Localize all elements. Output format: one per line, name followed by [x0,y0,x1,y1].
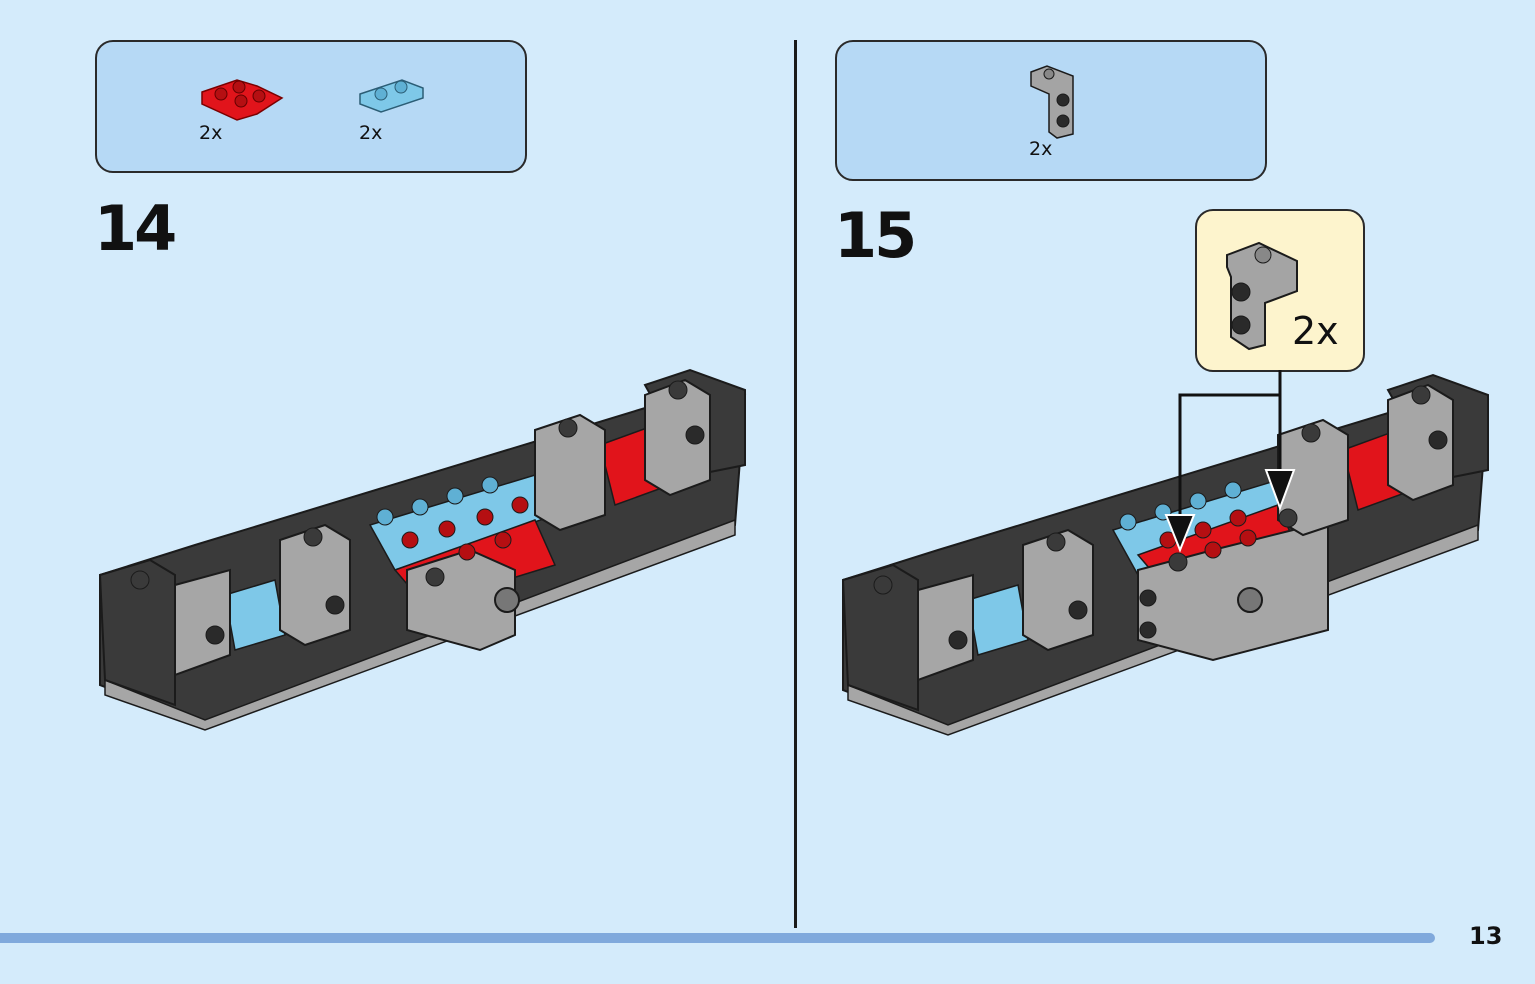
step-number: 14 [94,192,177,265]
qty-label: 2x [199,122,223,144]
qty-label: 2x [359,122,383,144]
blue-plate-icon [359,79,424,113]
callout-qty-label: 2x [1292,309,1339,353]
grey-bracket-icon [1226,241,1298,351]
placement-arrows [1164,370,1296,553]
grey-bracket-icon [1030,65,1074,139]
red-l-plate-icon [201,79,284,121]
model-assembly-step-14 [98,368,747,731]
qty-label: 2x [1029,138,1053,160]
step-divider [794,40,797,928]
page-footer-bar [0,933,1435,943]
page-number: 13 [1469,922,1503,950]
step-number: 15 [834,199,917,272]
part-callout: 2x [1195,209,1365,372]
model-assembly-step-15 [841,373,1490,736]
parts-list-step-14: 2x 2x [95,40,527,173]
parts-list-step-15: 2x [835,40,1267,181]
